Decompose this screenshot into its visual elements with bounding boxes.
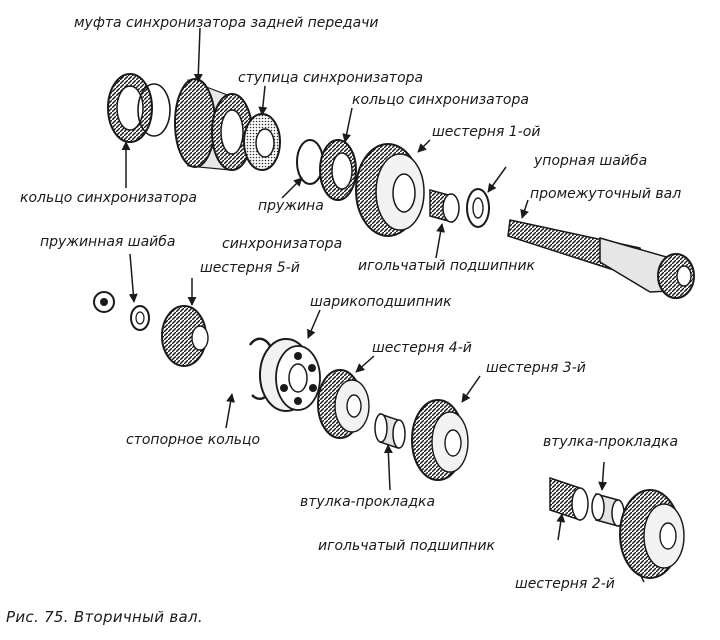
label-needle-bearing-bottom: игольчатый подшипник — [318, 538, 496, 554]
leader-needle-bearing-bottom — [556, 513, 566, 541]
ball-bearing-part — [259, 338, 321, 412]
sync-ring-right-part — [319, 139, 357, 201]
label-rear-gear-sync-sleeve: муфта синхронизатора задней передачи — [74, 15, 379, 31]
gear-2-part — [619, 489, 685, 579]
figure-caption: Рис. 75. Вторичный вал. — [6, 608, 203, 626]
label-sync-spring-line1: пружина — [258, 198, 324, 214]
label-thrust-washer: упорная шайба — [533, 153, 647, 169]
label-sync-spring-line2: синхронизатора — [222, 236, 342, 252]
leader-gear-4 — [355, 355, 375, 373]
label-sync-ring-right: кольцо синхронизатора — [352, 92, 529, 108]
needle-bearing-top-part — [429, 189, 460, 223]
label-gear-4: шестерня 4-й — [372, 340, 472, 356]
gear-5-part — [161, 305, 209, 367]
spacer-sleeve-mid-part — [374, 412, 406, 450]
leader-ball-bearing — [307, 309, 321, 339]
sync-sleeve-part — [174, 78, 253, 171]
label-needle-bearing-top: игольчатый подшипник — [358, 258, 536, 274]
label-snap-ring: стопорное кольцо — [126, 432, 260, 448]
needle-bearing-bottom-part — [549, 476, 589, 522]
leader-spacer-sleeve-right — [598, 461, 608, 491]
label-gear-5: шестерня 5-й — [200, 260, 300, 276]
gear-1-part — [355, 143, 425, 237]
leader-thrust-washer — [487, 166, 507, 193]
thrust-washer-part — [466, 188, 490, 228]
label-spacer-sleeve-mid: втулка-прокладка — [300, 494, 435, 510]
leader-gear-1 — [417, 139, 431, 153]
leader-sync-spring — [281, 177, 303, 199]
leader-gear-2 — [639, 573, 645, 583]
sync-ring-left-part — [107, 73, 171, 143]
leader-spring-washer — [128, 253, 138, 303]
leader-sync-sleeve — [193, 27, 203, 83]
leader-spacer-sleeve-mid — [383, 444, 393, 491]
sync-spring-part — [296, 139, 324, 185]
gear-4-part — [317, 369, 370, 439]
label-sync-hub: ступица синхронизатора — [238, 70, 423, 86]
nut-part — [93, 291, 115, 313]
leader-intermediate-shaft — [520, 199, 529, 219]
spacer-sleeve-right-part — [591, 493, 625, 527]
leader-lines — [121, 27, 645, 583]
leader-needle-bearing-top — [435, 223, 446, 259]
leader-sync-hub — [258, 85, 268, 116]
spring-washer-part — [130, 305, 150, 331]
label-spacer-sleeve-right: втулка-прокладка — [543, 434, 678, 450]
gear-3-part — [411, 399, 469, 481]
labels: муфта синхронизатора задней передачи сту… — [20, 15, 681, 592]
leader-gear-3 — [461, 375, 481, 403]
label-intermediate-shaft: промежуточный вал — [530, 186, 681, 202]
intermediate-shaft-part — [507, 219, 695, 299]
leader-snap-ring — [225, 393, 236, 429]
label-gear-1: шестерня 1-ой — [432, 124, 540, 140]
label-ball-bearing: шарикоподшипник — [310, 294, 452, 310]
label-gear-2: шестерня 2-й — [515, 576, 615, 592]
leader-sync-ring-right — [342, 107, 353, 143]
label-spring-washer: пружинная шайба — [40, 234, 176, 250]
label-sync-ring-left: кольцо синхронизатора — [20, 190, 197, 206]
sync-hub-part — [243, 113, 281, 171]
label-gear-3: шестерня 3-й — [486, 360, 586, 376]
